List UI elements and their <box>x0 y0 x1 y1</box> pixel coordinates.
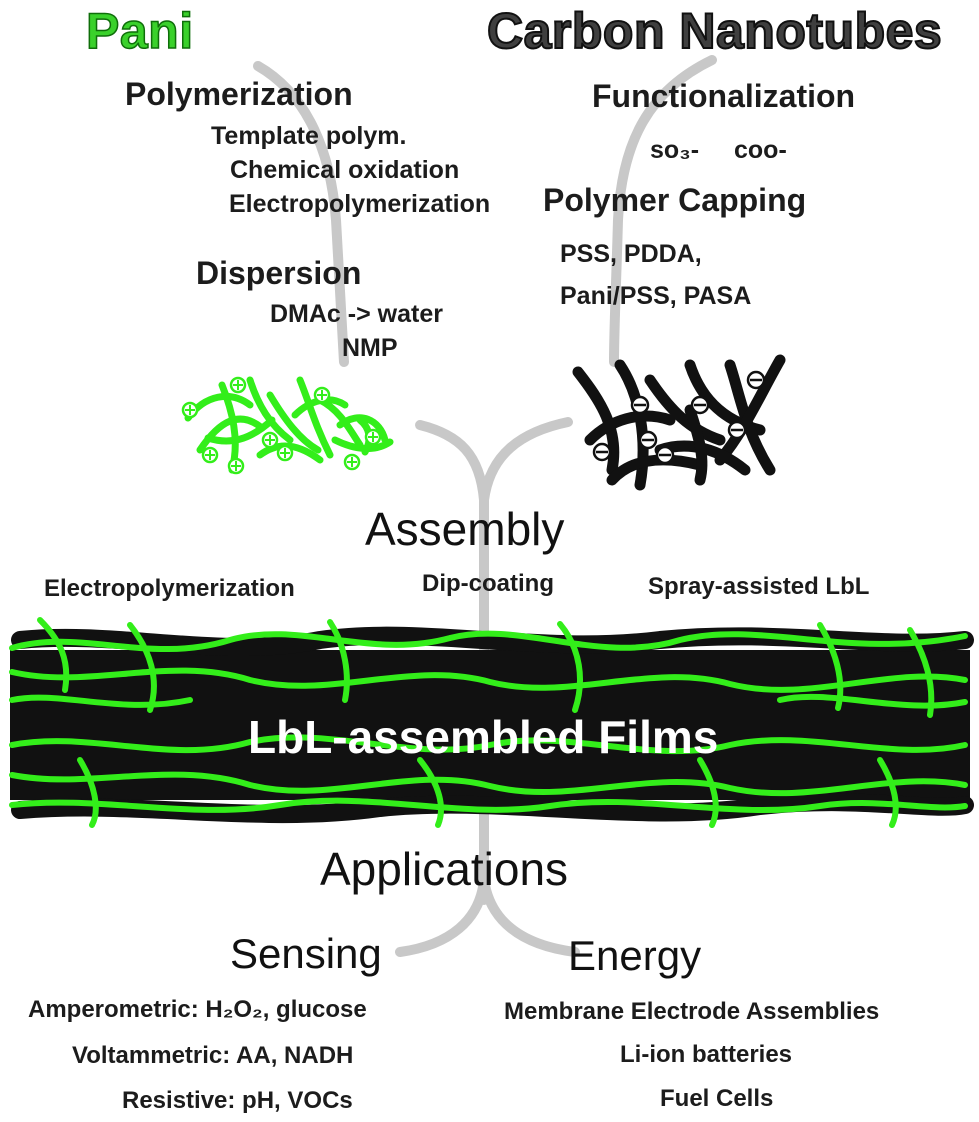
assembly-method: Spray-assisted LbL <box>648 573 870 600</box>
capping-item: PSS, PDDA, <box>560 240 702 268</box>
dispersion-item: DMAc -> water <box>270 300 443 328</box>
assembly-method: Electropolymerization <box>44 575 295 602</box>
polymerization-item: Electropolymerization <box>229 190 491 218</box>
polymerization-heading: Polymerization <box>125 76 353 112</box>
sensing-item: Voltammetric: AA, NADH <box>72 1042 354 1069</box>
polymerization-item: Chemical oxidation <box>230 156 460 184</box>
cnt-title: Carbon Nanotubes <box>486 2 943 60</box>
lbl-film-label: LbL-assembled Films <box>248 711 719 763</box>
merge-right-line <box>479 417 573 505</box>
sensing-branch-line <box>395 875 489 957</box>
polymerization-item: Template polym. <box>211 122 407 150</box>
functionalization-heading: Functionalization <box>592 78 856 114</box>
energy-item: Fuel Cells <box>660 1085 774 1112</box>
assembly-heading: Assembly <box>365 503 565 555</box>
sensing-item: Amperometric: H₂O₂, glucose <box>28 996 367 1023</box>
sensing-heading: Sensing <box>230 930 382 977</box>
energy-heading: Energy <box>568 932 702 979</box>
cnt-flow-line <box>609 55 717 367</box>
dispersion-item: NMP <box>342 334 398 362</box>
capping-item: Pani/PSS, PASA <box>560 282 752 310</box>
energy-item: Membrane Electrode Assemblies <box>504 998 880 1025</box>
polymer-capping-heading: Polymer Capping <box>543 182 807 218</box>
applications-heading: Applications <box>320 843 569 895</box>
dispersion-heading: Dispersion <box>196 255 362 291</box>
functional-group: so₃- <box>650 136 700 164</box>
energy-branch-line <box>479 875 580 957</box>
assembly-method: Dip-coating <box>422 570 554 597</box>
pani-flow-line <box>253 61 349 367</box>
functional-group: coo- <box>734 136 787 164</box>
energy-item: Li-ion batteries <box>620 1041 793 1068</box>
sensing-item: Resistive: pH, VOCs <box>122 1087 353 1114</box>
pani-title: Pani <box>85 2 194 60</box>
